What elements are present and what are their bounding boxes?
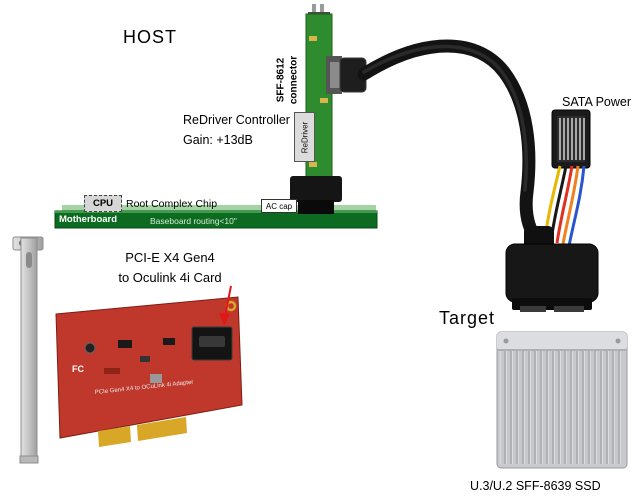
sff8612-connector-label: SFF-8612 connector (276, 56, 301, 104)
oculink-cable (330, 39, 545, 249)
u2-connector (505, 226, 599, 312)
motherboard-bar (54, 205, 378, 229)
pcie-card-label: PCI-E X4 Gen4 to Oculink 4i Card (95, 248, 245, 288)
host-label: HOST (123, 27, 178, 47)
target-label: Target (439, 308, 496, 328)
root-complex-label: Root Complex Chip (126, 198, 218, 210)
motherboard-label: Motherboard (59, 214, 118, 225)
sff8612-line1: SFF-8612 (275, 57, 287, 103)
pcie-adapter-card: PCIe Gen4 X4 to OCuLink 4i Adapter FC (12, 236, 243, 464)
power-wires (543, 165, 586, 247)
ac-cap-block: AC cap (261, 199, 297, 213)
pcie-card-line2: to Oculink 4i Card (118, 270, 222, 285)
ssd-label: U.3/U.2 SFF-8639 SSD (470, 479, 601, 493)
redriver-chip-label: ReDriver (300, 121, 309, 153)
redriver-chip: ReDriver (294, 112, 315, 162)
baseboard-routing-note: Baseboard routing<10" (150, 216, 237, 226)
redriver-pcb (290, 4, 342, 214)
pcie-card-line1: PCI-E X4 Gen4 (125, 250, 215, 265)
fcc-mark: FC (72, 364, 84, 374)
redriver-controller-note: ReDriver Controller Gain: +13dB (183, 110, 290, 150)
sata-power-connector (551, 109, 591, 169)
sff8612-line2: connector (288, 55, 299, 105)
oculink-pointer-arrow (219, 285, 232, 326)
redriver-note-line1: ReDriver Controller (183, 113, 290, 127)
target-ssd (496, 331, 628, 469)
redriver-note-line2: Gain: +13dB (183, 133, 253, 147)
cpu-block: CPU (84, 195, 122, 212)
sata-power-label: SATA Power (562, 95, 632, 109)
